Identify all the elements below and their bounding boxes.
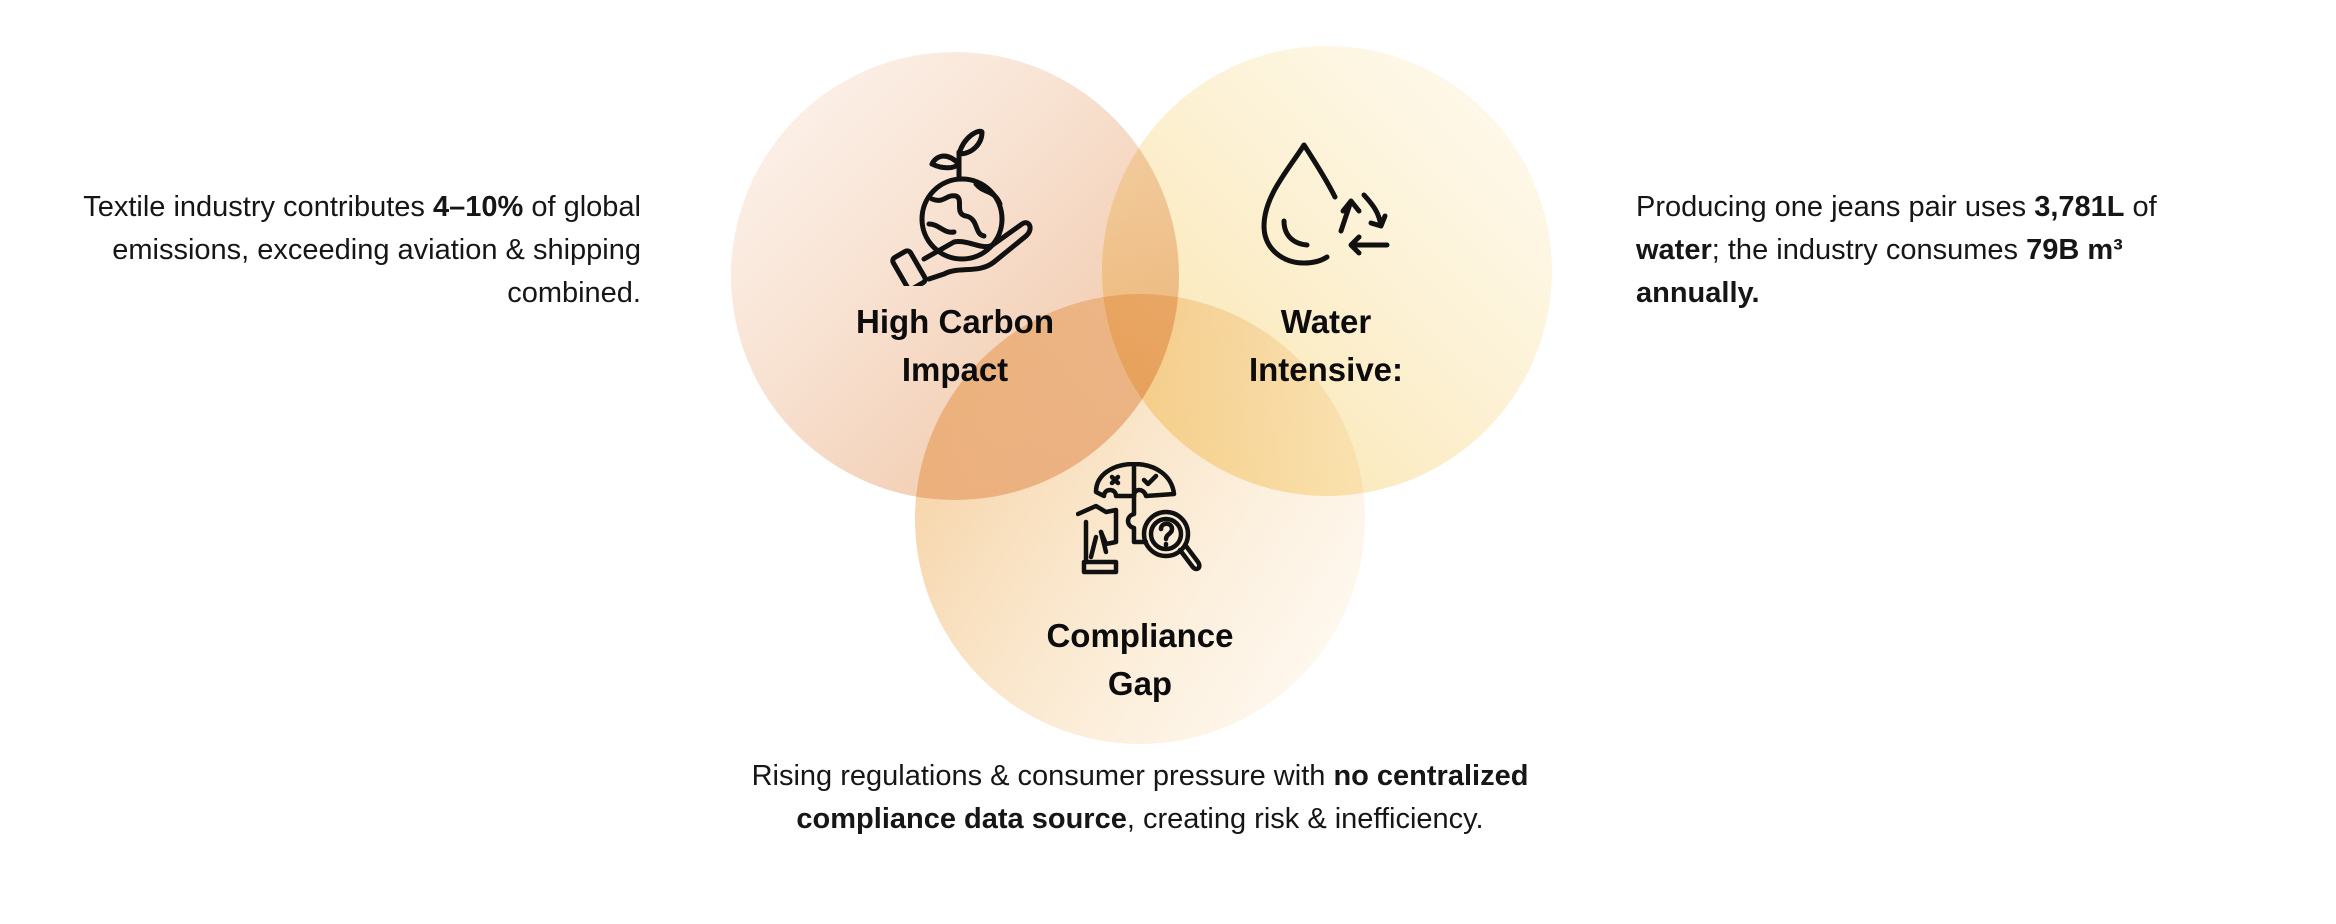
text: of xyxy=(2124,191,2157,223)
text: of global emissions, exceeding aviation … xyxy=(112,191,641,309)
circle-carbon xyxy=(731,52,1179,500)
carbon-description: Textile industry contributes 4–10% of gl… xyxy=(21,186,641,315)
title-line: Impact xyxy=(901,351,1009,388)
title-line: High Carbon xyxy=(856,303,1054,340)
title-line: Compliance xyxy=(1046,617,1234,654)
text: Textile industry contributes xyxy=(83,191,433,223)
title-line: Intensive: xyxy=(1248,351,1404,388)
title-line: Gap xyxy=(1107,665,1173,702)
title-line: Water xyxy=(1280,303,1372,340)
bold-text: no centralized compliance data source xyxy=(796,760,1529,835)
water-drop-recycle-icon xyxy=(1261,142,1390,266)
compliance-description: Rising regulations & consumer pressure w… xyxy=(740,755,1540,841)
circle-water xyxy=(1102,46,1552,496)
bold-text: water xyxy=(1636,234,1712,266)
bold-text: 3,781L xyxy=(2034,191,2125,223)
text: Producing one jeans pair uses xyxy=(1636,191,2035,223)
bold-text: 4–10% xyxy=(432,191,524,223)
hand-holding-globe-sprout-icon xyxy=(890,128,1033,286)
text: , creating risk & inefficiency. xyxy=(1126,803,1484,835)
puzzle-brain-magnifier-icon xyxy=(1076,462,1202,575)
text: Rising regulations & consumer pressure w… xyxy=(751,760,1334,792)
bold-text: 79B m³ annually. xyxy=(1636,234,2123,309)
text: ; the industry consumes xyxy=(1711,234,2027,266)
water-description: Producing one jeans pair uses 3,781L of … xyxy=(1636,186,2236,315)
